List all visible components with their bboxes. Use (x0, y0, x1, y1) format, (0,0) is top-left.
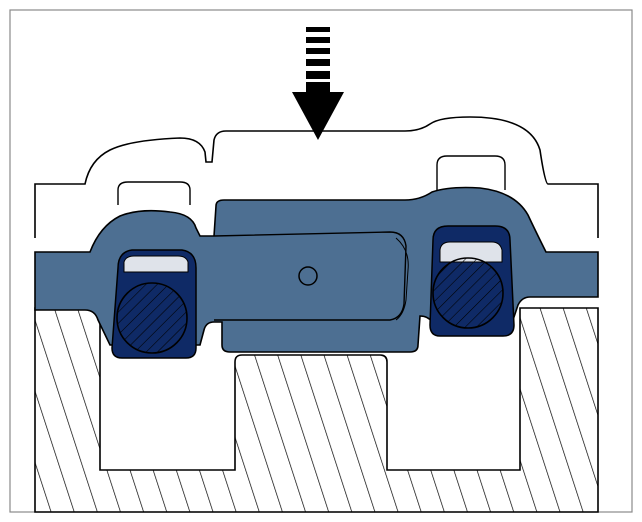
o-ring-left (116, 282, 188, 354)
o-ring-right (432, 257, 504, 329)
base-block (34, 307, 599, 513)
center-hole (298, 266, 318, 286)
press-direction-arrow-icon (292, 27, 344, 140)
inner-plate-edge (395, 237, 409, 321)
seal-ring-left-highlight (123, 255, 189, 273)
seal-ring-right-highlight (439, 241, 503, 263)
cover-bump-right (436, 155, 506, 190)
cover-bump-left (117, 181, 191, 205)
